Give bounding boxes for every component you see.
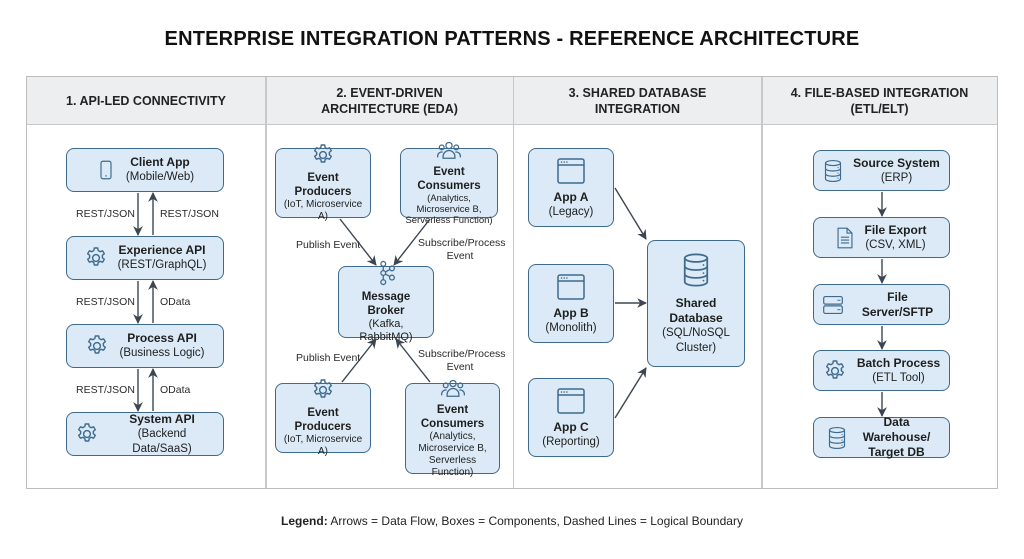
mobile-phone-icon: [96, 157, 116, 183]
edge-label: Subscribe/Process Event: [418, 237, 506, 262]
node-event-consumers-top: Event Consumers(Analytics, Microservice …: [400, 148, 498, 226]
node-system-api: System API(Backend Data/SaaS): [66, 412, 224, 456]
gear-icon: [823, 359, 847, 383]
edge-label: Publish Event: [296, 352, 361, 364]
node-app-b: App B(Monolith): [528, 264, 614, 343]
column-divider: [265, 77, 267, 488]
app-window-icon: [556, 156, 586, 186]
users-icon: [435, 141, 463, 161]
edge-label: REST/JSON: [76, 296, 135, 308]
edge-label: REST/JSON: [76, 384, 135, 396]
legend-text: Arrows = Data Flow, Boxes = Components, …: [330, 514, 743, 528]
edge-label: REST/JSON: [76, 208, 135, 220]
node-process-api: Process API(Business Logic): [66, 324, 224, 368]
broker-hub-icon: [375, 260, 397, 286]
node-batch-process: Batch Process(ETL Tool): [813, 350, 950, 391]
gear-icon: [75, 422, 99, 446]
node-file-export: File Export(CSV, XML): [813, 217, 950, 258]
column-header-text: 1. API-LED CONNECTIVITY: [66, 93, 226, 108]
server-icon: [822, 294, 844, 316]
gear-icon: [85, 334, 109, 358]
node-app-a: App A(Legacy): [528, 148, 614, 227]
node-client-app: Client App(Mobile/Web): [66, 148, 224, 192]
node-event-producers-top: Event Producers(IoT, Microservice A): [275, 148, 371, 222]
edge-label: Publish Event: [296, 239, 361, 251]
edge-label: Subscribe/Process Event: [418, 348, 506, 373]
database-icon: [823, 159, 843, 183]
column-header-text: 4. FILE-BASED INTEGRATION(ETL/ELT): [790, 85, 969, 116]
app-window-icon: [556, 386, 586, 416]
node-message-broker: Message Broker(Kafka, RabbitMQ): [338, 266, 434, 343]
column-header-api-led: 1. API-LED CONNECTIVITY: [27, 77, 265, 125]
edge-label: OData: [160, 384, 191, 396]
node-event-producers-bottom: Event Producers(IoT, Microservice A): [275, 383, 371, 457]
edge-label: OData: [160, 296, 191, 308]
column-divider: [512, 77, 514, 488]
document-icon: [836, 226, 854, 250]
node-experience-api: Experience API(REST/GraphQL): [66, 236, 224, 280]
database-icon: [681, 252, 711, 288]
node-source-system: Source System(ERP): [813, 150, 950, 191]
edge-label: REST/JSON: [160, 208, 219, 220]
node-event-consumers-bottom: Event Consumers(Analytics, Microservice …: [405, 383, 500, 478]
gear-icon: [311, 378, 335, 402]
node-file-server: File Server/SFTP: [813, 284, 950, 325]
diagram-title: ENTERPRISE INTEGRATION PATTERNS - REFERE…: [164, 28, 860, 50]
app-window-icon: [556, 272, 586, 302]
gear-icon: [311, 143, 335, 167]
node-shared-database: Shared Database(SQL/NoSQL Cluster): [647, 240, 745, 367]
legend: Legend: Arrows = Data Flow, Boxes = Comp…: [0, 514, 1024, 528]
users-icon: [439, 379, 467, 399]
database-icon: [827, 426, 847, 450]
gear-icon: [84, 246, 108, 270]
column-divider: [761, 77, 763, 488]
column-header-file-based: 4. FILE-BASED INTEGRATION(ETL/ELT): [762, 77, 997, 125]
node-data-warehouse: Data Warehouse/ Target DB: [813, 415, 950, 459]
node-app-c: App C(Reporting): [528, 378, 614, 457]
legend-label: Legend:: [281, 514, 328, 528]
